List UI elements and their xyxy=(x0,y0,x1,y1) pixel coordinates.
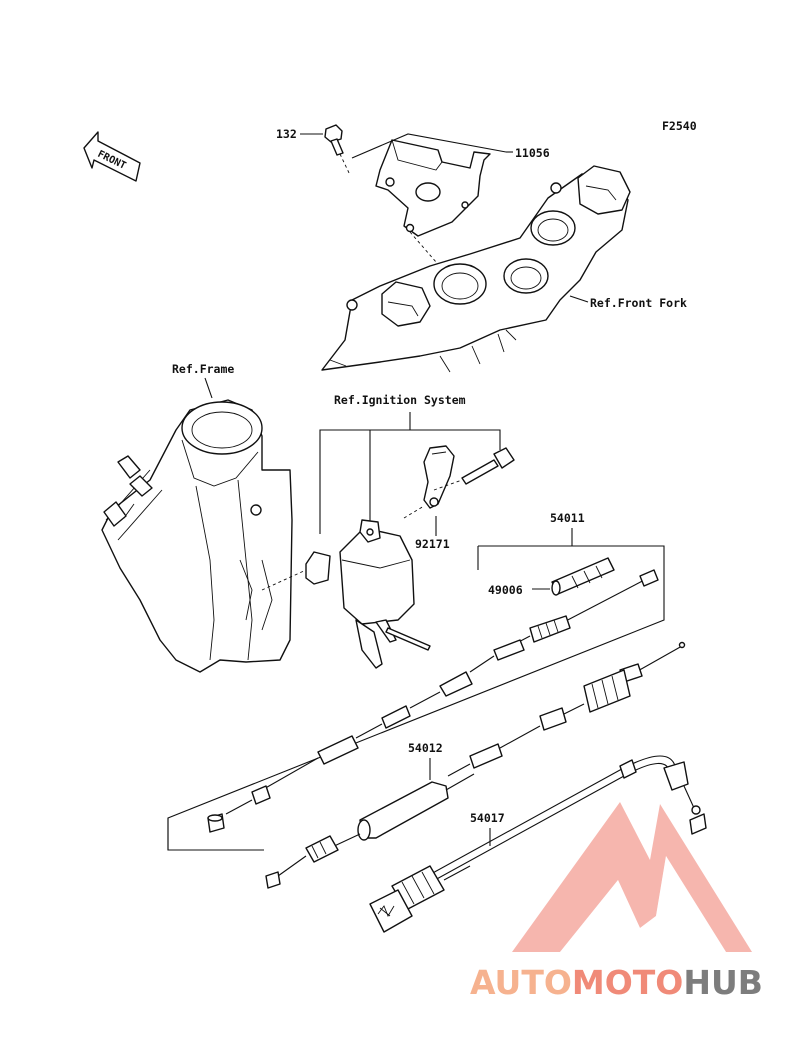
label-132: 132 xyxy=(276,127,297,141)
throttle-cable-2 xyxy=(447,641,686,777)
ref-front-fork: Ref.Front Fork xyxy=(590,296,687,310)
bracket-bracket-line xyxy=(351,133,507,159)
figure-code: F2540 xyxy=(662,119,697,133)
label-92171: 92171 xyxy=(415,537,450,551)
clutch-cable-54012 xyxy=(265,773,475,889)
clamp-92171 xyxy=(403,445,455,519)
label-49006: 49006 xyxy=(488,583,523,597)
watermark-logo xyxy=(512,802,752,952)
throttle-group-box xyxy=(167,545,665,851)
ref-frame: Ref.Frame xyxy=(172,362,234,376)
label-54017: 54017 xyxy=(470,811,505,825)
frame-head xyxy=(101,399,293,673)
tube-49006 xyxy=(551,557,615,596)
ignition-switch xyxy=(261,519,431,669)
bracket-11056 xyxy=(375,139,491,237)
long-bolt xyxy=(433,447,515,491)
ignition-bracket-line xyxy=(319,429,501,534)
front-arrow-icon: FRONT xyxy=(83,131,141,182)
watermark-text: AUTOMOTOHUB xyxy=(470,963,763,1002)
label-11056: 11056 xyxy=(515,146,550,160)
throttle-cable-1 xyxy=(207,569,659,833)
ref-ignition: Ref.Ignition System xyxy=(334,393,466,407)
label-54012: 54012 xyxy=(408,741,443,755)
speedo-cable-54017 xyxy=(369,755,707,933)
label-54011: 54011 xyxy=(550,511,585,525)
bolt-132 xyxy=(324,124,351,176)
triple-clamp xyxy=(321,165,631,373)
